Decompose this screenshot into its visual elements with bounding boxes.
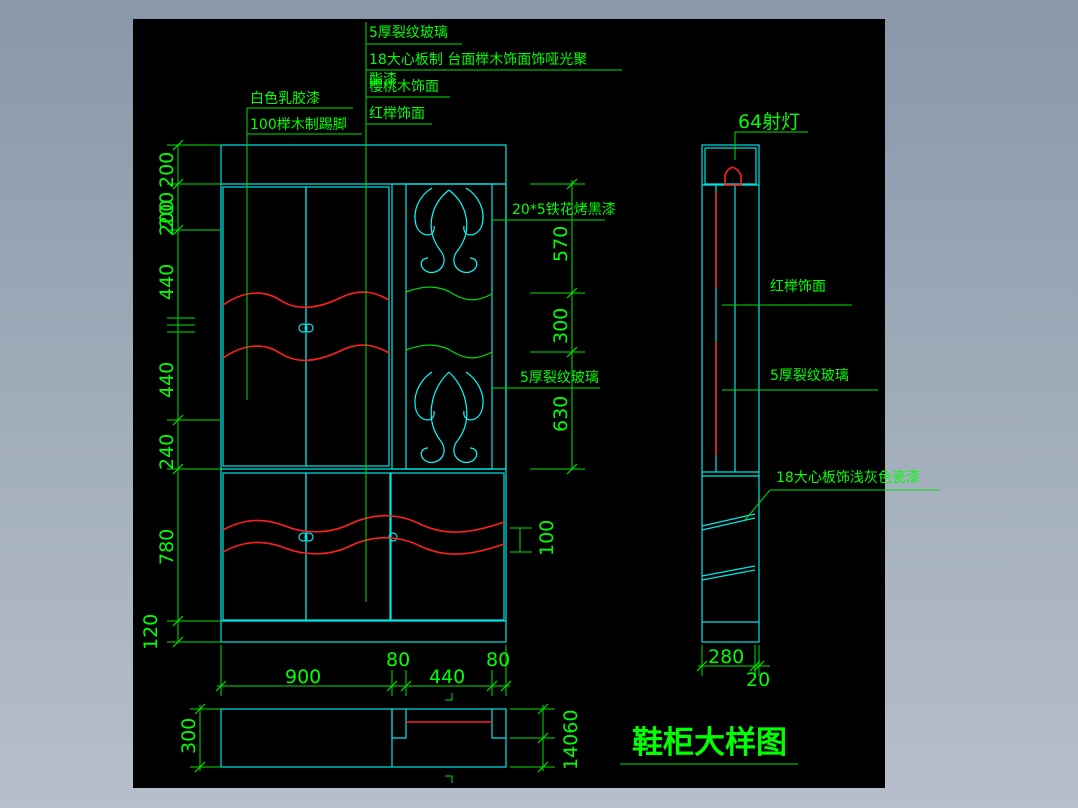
annotations: 5厚裂纹玻璃 18大心板制 台面榉木饰面饰哑光聚 酯漆 樱桃木饰面 红榉饰面 白… (250, 24, 920, 486)
lower-door-2 (305, 472, 391, 621)
iron-flower-ornaments (414, 187, 484, 464)
dim-right-1: 300 (550, 308, 572, 344)
upper-right-door (305, 186, 390, 467)
glass-wave (405, 344, 493, 359)
side-shelf (701, 569, 756, 581)
annotation-side-board: 18大心板饰浅灰色瓷漆 (776, 469, 920, 486)
iron-scroll (414, 187, 435, 236)
annotation-glass-mid: 5厚裂纹玻璃 (520, 369, 599, 386)
annotation-cherry-veneer: 樱桃木饰面 (369, 78, 439, 95)
lower-door-3 (390, 472, 505, 621)
annotation-kick: 100榉木制踢脚 (250, 117, 347, 133)
dim-left-4: 440 (156, 362, 178, 398)
section-mark (445, 775, 453, 783)
dim-left-1: 200 (156, 192, 178, 228)
leaders (167, 22, 940, 783)
iron-scroll (448, 371, 478, 464)
dim-right-3: 100 (536, 520, 558, 556)
side-outline (701, 144, 760, 643)
plan-notch (491, 709, 506, 739)
dim-bottom-3: 80 (486, 649, 510, 671)
spotlight-icon (724, 166, 742, 186)
dim-right-0: 570 (550, 226, 572, 262)
dim-ticks (172, 139, 765, 773)
iron-scroll (414, 371, 435, 421)
side-light-box (704, 147, 757, 185)
glass-wave (405, 286, 493, 301)
dim-left-0: 200 (156, 152, 178, 188)
iron-scroll (420, 189, 450, 274)
knob (304, 323, 314, 333)
dim-side-0: 280 (708, 646, 744, 668)
dim-bottom-2: 440 (429, 666, 465, 688)
side-shelf (701, 517, 756, 531)
dim-plan-right: 14060 (560, 710, 582, 770)
iron-scroll (420, 371, 450, 464)
side-shelf (701, 565, 756, 577)
red-accents (222, 166, 742, 723)
knob (388, 532, 398, 542)
wave-line (222, 536, 505, 555)
annotation-side-glass: 5厚裂纹玻璃 (770, 367, 849, 384)
knob (298, 532, 308, 542)
annotation-spotlight: 64射灯 (738, 111, 800, 133)
annotation-glass-top: 5厚裂纹玻璃 (369, 24, 448, 41)
screen-inner-frame (405, 183, 493, 470)
dimension-labels: 200 200 200 440 440 240 780 120 570 300 … (140, 152, 770, 770)
cabinet-geometry (220, 144, 760, 768)
dim-left-6: 780 (156, 529, 178, 565)
wave-line (222, 344, 390, 362)
iron-scroll (463, 371, 484, 421)
annotation-side-red-beech: 红榉饰面 (770, 279, 826, 295)
annotation-board-line1: 18大心板制 台面榉木饰面饰哑光聚 (369, 52, 587, 68)
iron-scroll (448, 189, 478, 274)
dim-bottom-1: 80 (386, 649, 410, 671)
wave-line (222, 291, 390, 309)
side-shelf (701, 513, 756, 527)
dim-left-3: 440 (156, 264, 178, 300)
dim-left-5: 240 (156, 434, 178, 470)
dim-left-7: 120 (140, 614, 162, 650)
leader-line (744, 489, 771, 521)
drawing-title: 鞋柜大样图 (632, 725, 787, 761)
annotation-white-latex: 白色乳胶漆 (250, 90, 320, 107)
dim-left-2: 200 (156, 200, 178, 236)
annotation-iron-flower: 20*5铁花烤黑漆 (512, 202, 616, 218)
dim-plan-left: 300 (178, 718, 200, 754)
wave-line (222, 514, 505, 533)
glass-waves (405, 286, 493, 359)
annotation-red-beech: 红榉饰面 (369, 106, 425, 122)
annotation-board-line2: 酯漆 (369, 72, 397, 88)
dim-bottom-0: 900 (285, 666, 321, 688)
knob (298, 323, 308, 333)
dim-side-1: 20 (746, 669, 770, 691)
iron-scroll (463, 187, 484, 236)
knob (304, 532, 314, 542)
dim-right-2: 630 (550, 396, 572, 432)
section-mark (445, 693, 453, 701)
drawing-area (133, 19, 885, 788)
